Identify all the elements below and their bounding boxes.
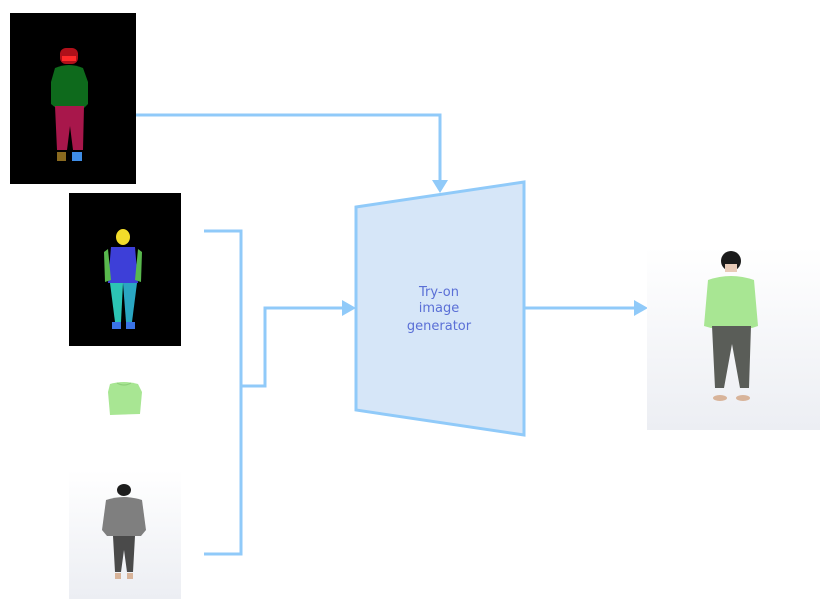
arrowhead-right-generator bbox=[342, 300, 356, 316]
generator-label-line-1: Try-on bbox=[418, 285, 459, 300]
output-person-image bbox=[647, 247, 820, 430]
connector-pose bbox=[204, 229, 243, 386]
arrowhead-right-output bbox=[634, 300, 648, 316]
connector-person bbox=[204, 386, 243, 556]
generator-label-line-2: image bbox=[419, 301, 460, 316]
pose-body-map-image bbox=[69, 193, 181, 346]
garment-shirt-image bbox=[108, 382, 142, 415]
source-person-image bbox=[69, 470, 181, 599]
generator-label-line-3: generator bbox=[407, 319, 472, 334]
connector-merge bbox=[241, 306, 345, 388]
connector-segmentation bbox=[136, 113, 442, 182]
connector-lines bbox=[136, 113, 638, 556]
arrowheads bbox=[342, 180, 648, 316]
try-on-generator-block: Try-on image generator bbox=[354, 180, 526, 437]
segmentation-map-image bbox=[10, 13, 136, 184]
arrowhead-down bbox=[432, 180, 448, 193]
